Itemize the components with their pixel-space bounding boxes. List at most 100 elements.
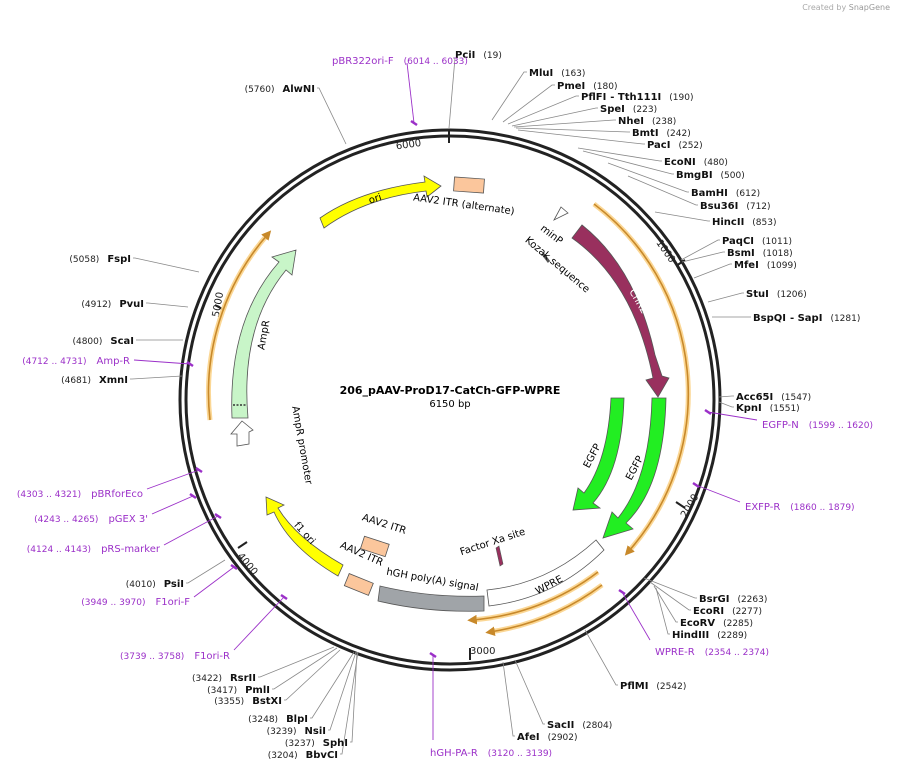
enzyme-label-xmni[interactable]: (4681)XmnI xyxy=(61,375,128,386)
enzyme-label-mfei[interactable]: MfeI(1099) xyxy=(734,260,797,271)
enzyme-leader-line xyxy=(328,651,357,731)
feature-egfp-2[interactable] xyxy=(602,397,667,539)
feature-itr-1[interactable] xyxy=(359,535,390,558)
enzyme-position: (223) xyxy=(633,105,657,115)
enzyme-label-bbvci[interactable]: (3204)BbvCI xyxy=(268,750,338,761)
enzyme-label-blpi[interactable]: (3248)BlpI xyxy=(248,714,308,725)
feature-ampr[interactable] xyxy=(231,249,297,419)
enzyme-leader-line xyxy=(502,661,515,737)
enzyme-label-sacii[interactable]: SacII(2804) xyxy=(547,720,612,731)
enzyme-position: (4800) xyxy=(72,337,102,347)
enzyme-leader-line xyxy=(655,587,670,635)
feature-hgh[interactable] xyxy=(377,585,485,612)
primer-label-prs-marker[interactable]: (4124 .. 4143)pRS-marker xyxy=(27,544,161,555)
feature-itr-alt[interactable] xyxy=(453,176,485,194)
enzyme-label-pflfi[interactable]: PflFI- Tth111I(190) xyxy=(581,92,693,103)
primer-label-pbr322ori-f[interactable]: pBR322ori-F(6014 .. 6033) xyxy=(332,56,468,67)
enzyme-label-ecori[interactable]: EcoRI (2277) xyxy=(693,606,762,617)
enzyme-label-bspqi[interactable]: BspQI- SapI(1281) xyxy=(753,313,860,324)
enzyme-position: (3239) xyxy=(267,727,297,737)
enzyme-label-bsu36i[interactable]: Bsu36I(712) xyxy=(700,201,771,212)
enzyme-position: (4912) xyxy=(81,300,111,310)
primer-label-f1ori-f[interactable]: (3949 .. 3970)F1ori-F xyxy=(81,597,190,608)
enzyme-name: HindIII xyxy=(672,630,709,641)
enzyme-name: PacI xyxy=(647,140,670,151)
enzyme-label-hincii[interactable]: HincII(853) xyxy=(712,217,777,228)
enzyme-label-bmgbi[interactable]: BmgBI(500) xyxy=(676,170,745,181)
enzyme-label-nhei[interactable]: NheI(238) xyxy=(618,116,676,127)
credit-brand: SnapGene xyxy=(848,3,890,12)
feature-ampr-promoter[interactable] xyxy=(230,420,254,447)
tick-label-4000: 4000 xyxy=(235,551,260,578)
enzyme-label-ecorv[interactable]: EcoRV(2285) xyxy=(680,618,753,629)
feature-f1ori[interactable] xyxy=(265,496,344,577)
feature-wpre[interactable] xyxy=(486,539,605,607)
primer-label-exfp-r[interactable]: EXFP-R(1860 .. 1879) xyxy=(745,502,855,513)
enzyme-label-nsii[interactable]: (3239) NsiI xyxy=(267,726,326,737)
enzyme-label-bsmi[interactable]: BsmI(1018) xyxy=(727,248,793,259)
enzyme-position: (3417) xyxy=(207,686,237,696)
enzyme-label-kpni[interactable]: KpnI(1551) xyxy=(736,403,800,414)
primer-label-wpre-r[interactable]: WPRE-R(2354 .. 2374) xyxy=(655,647,769,658)
enzyme-name: PvuI xyxy=(119,299,144,310)
enzyme-label-fspi[interactable]: (5058)FspI xyxy=(69,254,131,265)
enzyme-name: FspI xyxy=(107,254,131,265)
enzyme-label-econi[interactable]: EcoNI(480) xyxy=(664,157,728,168)
primer-label-f1ori-r[interactable]: (3739 .. 3758)F1ori-R xyxy=(120,651,230,662)
primer-label-egfp-n[interactable]: EGFP-N(1599 .. 1620) xyxy=(762,420,873,431)
enzyme-label-psii[interactable]: (4010)PsiI xyxy=(126,579,184,590)
enzyme-label-paqci[interactable]: PaqCI(1011) xyxy=(722,236,792,247)
enzyme-name: PmlI xyxy=(245,685,270,696)
feature-egfp-1[interactable] xyxy=(572,397,625,511)
enzyme-label-scai[interactable]: (4800)ScaI xyxy=(72,336,134,347)
enzyme-name: EcoRI xyxy=(693,606,724,617)
enzyme-label-afei[interactable]: AfeI(2902) xyxy=(517,732,578,743)
enzyme-label-pmei[interactable]: PmeI(180) xyxy=(557,81,617,92)
enzyme-label-bsrgi[interactable]: BsrGI(2263) xyxy=(699,594,767,605)
enzyme-label-spei[interactable]: SpeI(223) xyxy=(600,104,657,115)
feature-ori-label: ori xyxy=(367,192,383,206)
enzyme-label-bmti[interactable]: BmtI(242) xyxy=(632,128,691,139)
enzyme-label-bamhi[interactable]: BamHI(612) xyxy=(691,188,760,199)
enzyme-position: (242) xyxy=(667,129,691,139)
primer-tick xyxy=(618,588,626,596)
enzyme-label-stui[interactable]: StuI(1206) xyxy=(746,289,807,300)
enzyme-label-hindiii[interactable]: HindIII(2289) xyxy=(672,630,747,641)
primer-leader-line xyxy=(233,596,285,651)
enzyme-label-pcii[interactable]: PciI(19) xyxy=(455,50,502,61)
feature-chr2[interactable] xyxy=(571,224,670,398)
primer-label-pbrforeco[interactable]: (4303 .. 4321)pBRforEco xyxy=(17,489,143,500)
enzyme-name-2: - Tth111I xyxy=(610,92,661,103)
feature-factor-xa[interactable] xyxy=(495,545,504,567)
primer-label-hgh-pa-r[interactable]: hGH-PA-R(3120 .. 3139) xyxy=(430,748,552,759)
enzyme-position: (1547) xyxy=(781,393,811,403)
feature-itr-1-label: AAV2 ITR xyxy=(361,512,408,537)
enzyme-name: EcoRV xyxy=(680,618,715,629)
enzyme-name: NsiI xyxy=(305,726,326,737)
enzyme-label-acc65i[interactable]: Acc65I(1547) xyxy=(736,392,811,403)
enzyme-label-mlui[interactable]: MluI(163) xyxy=(529,68,585,79)
enzyme-name: BmgBI xyxy=(676,170,713,181)
enzyme-name: Bsu36I xyxy=(700,201,738,212)
enzyme-label-alwni[interactable]: (5760)AlwNI xyxy=(245,84,315,95)
primer-label-amp-r[interactable]: (4712 .. 4731)Amp-R xyxy=(22,356,130,367)
enzyme-label-sphi[interactable]: (3237)SphI xyxy=(285,738,348,749)
enzyme-name: StuI xyxy=(746,289,769,300)
primer-label-pgex-3[interactable]: (4243 .. 4265)pGEX 3' xyxy=(34,514,148,525)
enzyme-label-pflmi[interactable]: PflMI(2542) xyxy=(620,681,686,692)
feature-itr-2[interactable] xyxy=(343,573,374,596)
enzyme-label-rsrii[interactable]: (3422)RsrII xyxy=(192,673,256,684)
enzyme-label-paci[interactable]: PacI(252) xyxy=(647,140,703,151)
enzyme-position: (1551) xyxy=(770,404,800,414)
enzyme-label-bstxi[interactable]: (3355)BstXI xyxy=(214,696,282,707)
feature-ori[interactable] xyxy=(319,175,442,229)
enzyme-name: PciI xyxy=(455,50,475,61)
enzyme-label-pvui[interactable]: (4912) PvuI xyxy=(81,299,144,310)
primer-name: pGEX 3' xyxy=(108,514,148,525)
enzyme-leader-line xyxy=(448,57,456,129)
enzyme-label-pmli[interactable]: (3417) PmlI xyxy=(207,685,270,696)
enzyme-leader-line xyxy=(693,263,732,279)
feature-minp[interactable] xyxy=(553,206,569,221)
enzyme-leader-line xyxy=(317,87,347,145)
enzyme-position: (2277) xyxy=(732,607,762,617)
